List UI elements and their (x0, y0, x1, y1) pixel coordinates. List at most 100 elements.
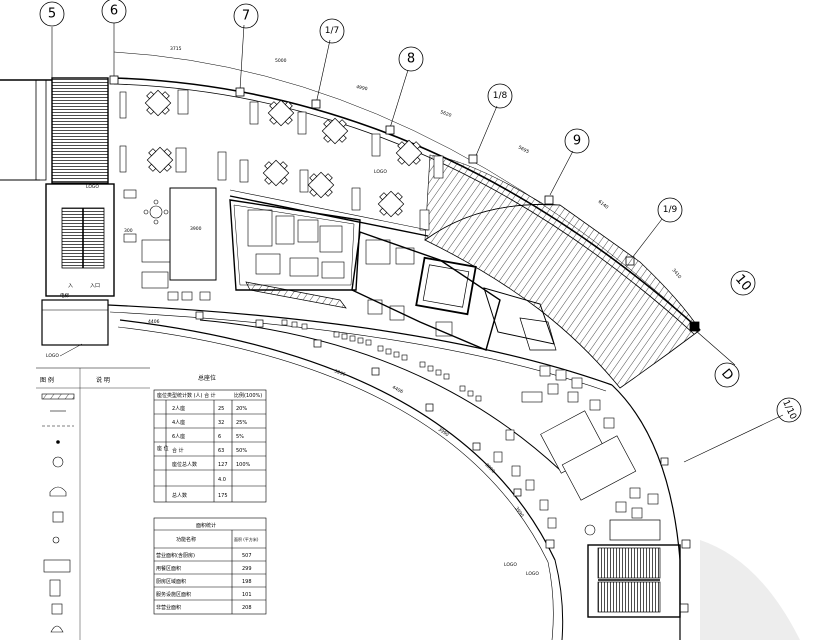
stats-table (153, 389, 267, 503)
stats-header-ratio: 比例(100%) (234, 392, 262, 399)
axis-label-1-7: 1/7 (325, 26, 339, 36)
booth-seats (119, 89, 444, 231)
axis-bubble-5: 5 (39, 1, 65, 27)
stats-type: 总人数 (172, 492, 187, 499)
area-value: 198 (242, 579, 252, 585)
legend-chair-arch-icon (50, 625, 64, 633)
stats-count: 6 (218, 434, 221, 440)
inner-curved-walls (107, 304, 681, 640)
axis-bubble-6: 6 (101, 0, 127, 24)
dim-text: 3990 (437, 427, 450, 439)
area-value: 507 (242, 553, 252, 559)
stats-type: 4人座 (172, 419, 185, 426)
stats-ratio: 100% (236, 462, 251, 468)
axis-label-5: 5 (48, 7, 56, 22)
legend-hatch-icon (41, 393, 75, 400)
stats-ratio: 25% (236, 420, 247, 426)
legend-symbols (41, 393, 75, 633)
dim-text: 3715 (170, 46, 182, 52)
area-table (153, 517, 267, 615)
axis-label-d: D (718, 366, 736, 383)
service-counter (351, 231, 557, 351)
axis-label-9: 9 (573, 134, 581, 149)
axis-label-10: 10 (732, 272, 754, 294)
stats-header-type: 座位类型统计数 (人) 合 计 (157, 392, 216, 399)
stats-table-title: 总座位 (198, 374, 216, 382)
stats-type: 座位总人数 (172, 461, 197, 468)
stats-count: 4.0 (218, 477, 226, 483)
logo-label-left: LOGO (86, 184, 99, 190)
axis-bubble-d: D (714, 362, 740, 388)
right-dining-zone (493, 365, 659, 536)
stats-type: 2人座 (172, 405, 185, 412)
axis-bubble-8: 8 (398, 46, 424, 72)
hatched-terrace-upper (424, 154, 561, 241)
axis-bubble-7: 7 (233, 3, 259, 29)
stats-count: 25 (218, 406, 224, 412)
area-name: 营业面积(含厨房) (156, 552, 195, 559)
faded-zone (700, 540, 800, 640)
legend-dot-icon (56, 440, 60, 444)
stats-group-label: 座 位 (157, 445, 169, 452)
axis-label-6: 6 (110, 4, 118, 19)
stats-ratio: 20% (236, 406, 247, 412)
dim-text: 6140 (597, 199, 610, 211)
axis-grid-lines (51, 23, 784, 463)
entrance-label: 入口 (90, 283, 100, 289)
area-name: 非营业面积 (156, 604, 181, 611)
area-value: 101 (242, 592, 252, 598)
axis-label-1-9: 1/9 (663, 205, 678, 215)
elevator-label: 电梯 (60, 292, 69, 299)
round-tables-left (123, 189, 211, 301)
legend-arc-seat-icon (49, 486, 67, 497)
logo-label-br1: LOGO (504, 562, 517, 568)
stats-count: 63 (218, 448, 224, 454)
dim-text: 4406 (391, 384, 404, 395)
dim-300-label: 300 (124, 228, 133, 234)
area-header-name: 功能名称 (176, 536, 196, 543)
legend-title-desc: 说 明 (96, 376, 110, 384)
axis-label-1-10: 1/10 (780, 399, 798, 422)
area-name: 服务设施区面积 (156, 591, 191, 598)
dim-text: 3410 (670, 267, 682, 280)
stats-count: 175 (218, 493, 228, 499)
dim-text: 4406 (148, 319, 160, 325)
axis-label-7: 7 (242, 9, 250, 24)
area-name: 用餐区面积 (156, 565, 181, 572)
entrance-symbol: 入 (68, 283, 73, 289)
dim-3900-label: 3900 (190, 226, 202, 232)
area-name: 厨房区域面积 (156, 578, 186, 585)
axis-bubble-1-9: 1/9 (657, 197, 683, 223)
hatched-terrace (424, 204, 701, 389)
legend-title-symbol: 图 例 (40, 376, 54, 384)
left-stair-block (35, 77, 115, 346)
dim-text: 5695 (517, 144, 530, 155)
axis-label-8: 8 (407, 52, 415, 67)
legend (36, 367, 150, 640)
stats-ratio: 50% (236, 448, 247, 454)
legend-grid-circle-icon (52, 456, 64, 468)
legend-rect-tall-icon (49, 579, 61, 597)
axis-label-1-8: 1/8 (493, 91, 508, 101)
dining-tables (144, 89, 423, 218)
logo-label-center: LOGO (374, 169, 387, 175)
axis-bubble-1-8: 1/8 (487, 83, 513, 109)
logo-label-bottom: LOGO (46, 353, 59, 359)
stats-count: 127 (218, 462, 228, 468)
stats-type: 合 计 (172, 447, 184, 454)
legend-cup-icon (52, 511, 64, 523)
stats-ratio: 5% (236, 434, 244, 440)
area-table-title: 面积统计 (196, 522, 216, 529)
counter-seats (281, 319, 482, 402)
dim-text: 3236 (333, 368, 346, 378)
area-value: 208 (242, 605, 252, 611)
legend-rect-wide-icon (43, 559, 71, 573)
axis-bubble-1-10: 1/10 (776, 397, 802, 423)
inner-columns (195, 311, 691, 613)
area-value: 299 (242, 566, 252, 572)
axis-bubble-10: 10 (730, 270, 756, 296)
dim-text: 5620 (439, 109, 452, 119)
kitchen-block (169, 187, 429, 309)
dim-text: 5000 (275, 58, 287, 64)
